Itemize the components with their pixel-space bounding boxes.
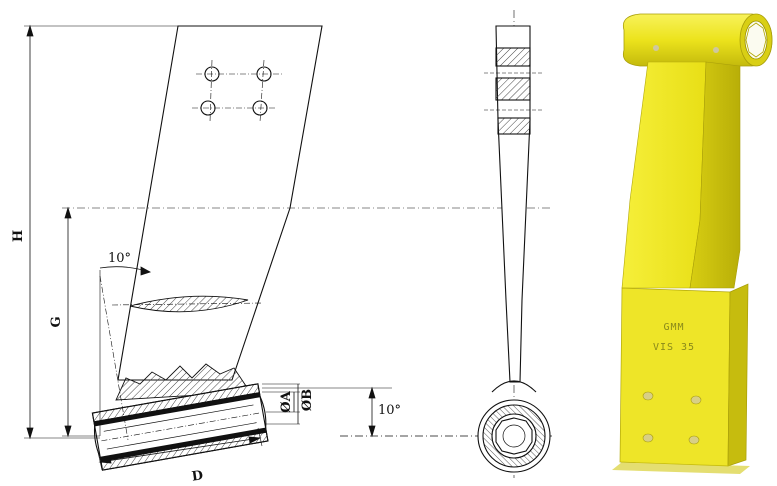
label-angle-right: 10° xyxy=(378,403,401,418)
dimensions xyxy=(24,24,552,471)
product-render: GMM VIS 35 xyxy=(612,13,773,474)
shank-outline xyxy=(117,25,323,381)
render-box-front xyxy=(619,287,731,467)
label-G: G xyxy=(49,316,64,327)
side-ring-spline xyxy=(495,417,533,455)
label-H: H xyxy=(11,230,26,242)
label-dia-B: ØB xyxy=(300,389,315,411)
render-box-side xyxy=(727,283,749,467)
label-D: D xyxy=(191,468,204,484)
bolt-holes xyxy=(192,59,282,123)
label-dia-A: ØA xyxy=(279,390,294,412)
render-shank-front xyxy=(621,61,707,289)
render-shank-side xyxy=(689,61,741,289)
side-view xyxy=(477,10,551,478)
label-angle-top: 10° xyxy=(108,251,131,266)
front-view xyxy=(91,25,552,471)
stamp-line-1: GMM xyxy=(663,322,684,333)
render-holes xyxy=(642,391,702,445)
tube-section xyxy=(91,383,269,471)
stamp-line-2: VIS 35 xyxy=(653,342,695,353)
